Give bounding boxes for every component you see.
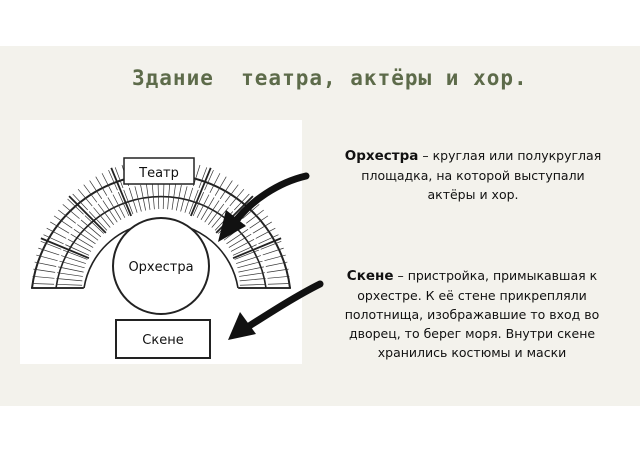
orchestra-description: Орхестра – круглая или полукруглая площа… [338,146,608,204]
orchestra-definition: – круглая или полукруглая площадка, на к… [361,148,602,202]
skene-description: Скене – пристройка, примыкавшая к орхест… [334,266,610,362]
seating-middle-arc [55,195,267,289]
theatre-label: Театр [138,166,179,181]
theatre-diagram: Театр Орхестра Скене [20,120,302,364]
skene-label: Скене [142,333,183,348]
orchestra-circle [112,217,210,315]
slide-title: Здание театра, актёры и хор. [132,66,528,90]
orchestra-label: Орхестра [128,260,193,275]
orchestra-term: Орхестра [344,148,419,164]
skene-definition: – пристройка, примыкавшая к орхестре. К … [344,268,600,360]
skene-term: Скене [346,268,394,284]
skene-box [115,319,211,359]
theatre-label-box [123,157,195,185]
